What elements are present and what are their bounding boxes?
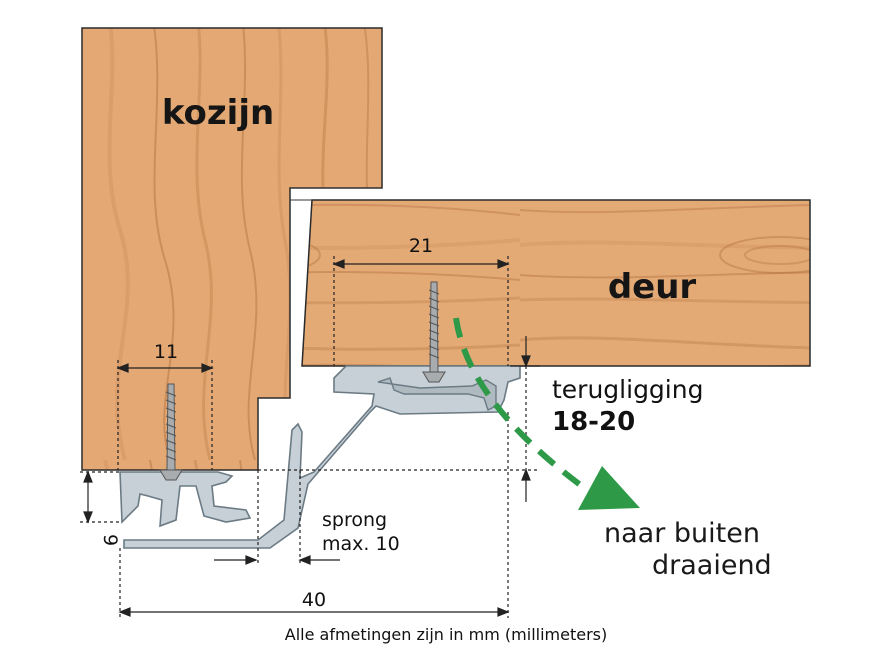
aluminium-profile: [119, 471, 252, 528]
frame-label: kozijn: [162, 93, 274, 133]
door-label: deur: [608, 267, 697, 307]
dimension-9-label: 9: [99, 534, 121, 546]
dimension-lines: [80, 256, 540, 618]
setback-label-line1: terugligging: [552, 375, 703, 404]
setback-label-line2: 18-20: [552, 407, 635, 437]
footnote: Alle afmetingen zijn in mm (millimeters): [285, 625, 607, 644]
step-label-line1: sprong: [322, 509, 387, 531]
screw-icon: [159, 383, 183, 481]
frame-door-gap: [290, 187, 382, 201]
dimension-21-label: 21: [409, 235, 433, 257]
aluminium-clip: [377, 377, 497, 411]
direction-label-line2: draaiend: [652, 550, 772, 581]
door-wood: [301, 199, 811, 367]
step-label-line2: max. 10: [322, 533, 400, 555]
arrow-down-right-icon: [453, 317, 640, 510]
direction-label-line1: naar buiten: [604, 518, 760, 549]
frame-wood: [81, 27, 383, 471]
dimension-40-label: 40: [302, 589, 326, 611]
screw-icon: [422, 281, 446, 383]
dimension-11-label: 11: [154, 341, 178, 363]
